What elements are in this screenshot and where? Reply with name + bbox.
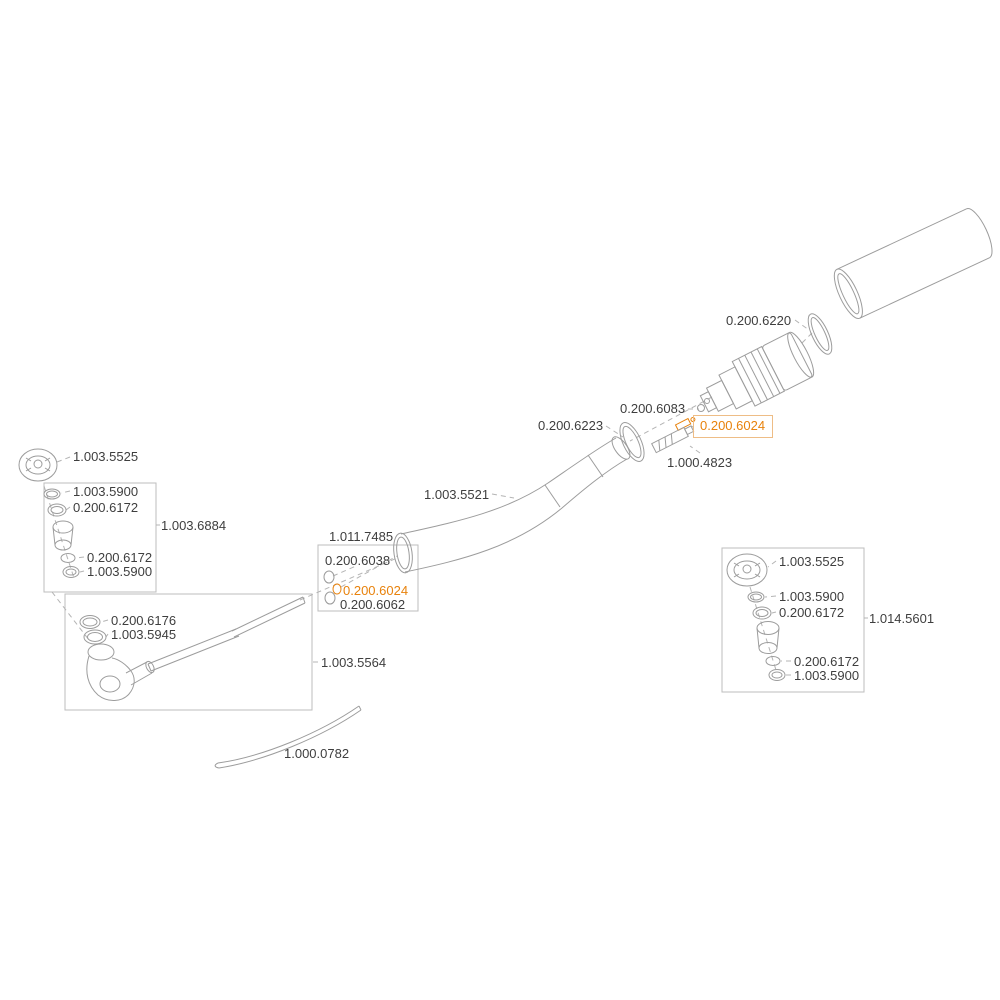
part-label-1003-5945[interactable]: 1.003.5945 — [111, 627, 177, 642]
part-label-1003-5525-left[interactable]: 1.003.5525 — [73, 449, 139, 464]
part-label-0200-6172-right-top[interactable]: 0.200.6172 — [779, 605, 845, 620]
part-label-0200-6038[interactable]: 0.200.6038 — [325, 553, 391, 568]
part-label-1003-5521[interactable]: 1.003.5521 — [424, 487, 490, 502]
part-label-1003-5525-right[interactable]: 1.003.5525 — [779, 554, 845, 569]
part-label-0200-6172-left-bot[interactable]: 0.200.6172 — [87, 550, 153, 565]
part-label-1000-0782[interactable]: 1.000.0782 — [284, 746, 350, 761]
part-label-1003-5900-left-top[interactable]: 1.003.5900 — [73, 484, 139, 499]
right-stack-art — [747, 591, 786, 681]
part-label-0200-6176[interactable]: 0.200.6176 — [111, 613, 177, 628]
part-label-0200-6024-right[interactable]: 0.200.6024 — [700, 418, 766, 433]
part-label-0200-6024-left[interactable]: 0.200.6024 — [343, 583, 409, 598]
left-stack-art — [43, 488, 80, 578]
cap-left-art — [18, 448, 58, 482]
group-box-left — [43, 482, 157, 593]
part-label-0200-6223[interactable]: 0.200.6223 — [538, 418, 604, 433]
part-label-1011-7485[interactable]: 1.011.7485 — [329, 529, 394, 544]
part-label-0200-6172-left-top[interactable]: 0.200.6172 — [73, 500, 139, 515]
group-box-right — [721, 547, 865, 693]
rod-art — [214, 705, 362, 769]
elbow-art — [79, 615, 155, 701]
insert-4823-art — [651, 425, 695, 454]
group-box-handle — [64, 593, 313, 711]
leader-lines — [43, 319, 868, 676]
part-label-0200-6220[interactable]: 0.200.6220 — [726, 313, 792, 328]
cuff-art — [699, 331, 815, 413]
oring-6220-art — [807, 313, 833, 355]
part-label-1000-4823[interactable]: 1.000.4823 — [667, 455, 733, 470]
oring-6223-art — [619, 422, 645, 462]
wand-tubes-art — [147, 596, 306, 672]
part-label-1003-5900-right-top[interactable]: 1.003.5900 — [779, 589, 845, 604]
part-label-0200-6083[interactable]: 0.200.6083 — [620, 401, 686, 416]
highlight-box — [693, 415, 773, 438]
bend-tube-art — [393, 436, 631, 574]
group-label-1003-6884[interactable]: 1.003.6884 — [161, 518, 227, 533]
part-label-1003-5900-left-bot[interactable]: 1.003.5900 — [87, 564, 153, 579]
sleeve-rings-art — [323, 570, 342, 605]
group-box-sleeve — [317, 544, 419, 612]
seal-6083-art — [697, 398, 710, 412]
part-label-0200-6172-right-bot[interactable]: 0.200.6172 — [794, 654, 860, 669]
part-label-1003-5900-right-bot[interactable]: 1.003.5900 — [794, 668, 860, 683]
group-label-1014-5601[interactable]: 1.014.5601 — [869, 611, 935, 626]
part-label-0200-6062[interactable]: 0.200.6062 — [340, 597, 406, 612]
group-boxes — [43, 482, 865, 711]
group-label-1003-5564[interactable]: 1.003.5564 — [321, 655, 387, 670]
cap-right-art — [726, 553, 768, 587]
upper-tube — [833, 208, 993, 320]
